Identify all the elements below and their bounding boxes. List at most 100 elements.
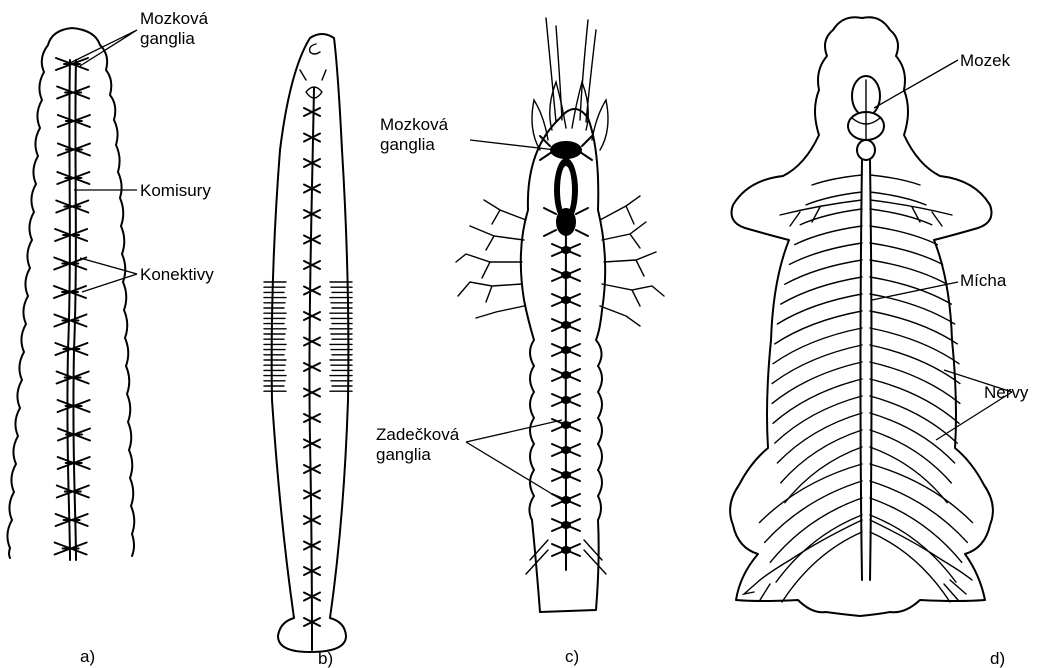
spinal-nerve-right bbox=[870, 481, 967, 542]
annelid-nerve-cord-right bbox=[73, 60, 76, 560]
annelid-ganglion bbox=[56, 201, 88, 213]
label-nerves: Nervy bbox=[984, 383, 1029, 402]
spinal-nerve-left bbox=[781, 430, 862, 483]
leech-ganglion bbox=[304, 287, 320, 295]
sciatic-nerve-right bbox=[870, 520, 972, 580]
spinal-nerve-left bbox=[785, 260, 862, 284]
annelid-ganglion bbox=[57, 486, 89, 498]
annelid-ganglion bbox=[57, 87, 89, 99]
spinal-nerve-left bbox=[765, 481, 862, 542]
brachial-nerve-right bbox=[870, 200, 952, 226]
spinal-nerve-right bbox=[870, 209, 932, 225]
caption-a: a) bbox=[80, 647, 95, 666]
spinal-nerve-left bbox=[812, 175, 862, 185]
panel-a-annelid bbox=[7, 28, 134, 560]
vertebrate-hind-feet bbox=[744, 580, 966, 600]
spinal-nerve-right bbox=[870, 413, 955, 463]
spinal-nerve-left bbox=[800, 209, 862, 225]
panel-b-leech bbox=[264, 34, 352, 652]
leader-brain bbox=[874, 60, 958, 108]
caption-c: c) bbox=[565, 647, 579, 666]
spinal-nerve-left bbox=[806, 192, 862, 205]
spinal-nerve-right bbox=[870, 379, 959, 423]
leech-ganglion bbox=[304, 389, 320, 397]
spinal-nerve-right bbox=[870, 498, 962, 562]
spinal-nerve-right bbox=[870, 226, 937, 245]
leader-abdominal-ganglia bbox=[466, 420, 562, 500]
leech-oral-sucker bbox=[310, 44, 320, 54]
vertebrate-spinal-cord-left bbox=[861, 160, 863, 580]
vertebrate-spinal-cord-right bbox=[870, 160, 872, 580]
leader-connectives bbox=[80, 258, 137, 292]
leader-spinal-cord bbox=[872, 282, 958, 300]
spinal-nerve-right bbox=[870, 175, 920, 185]
arthropod-legs-left bbox=[456, 200, 526, 318]
caption-b: b) bbox=[318, 649, 333, 668]
label-brain-ganglia-a-2: ganglia bbox=[140, 29, 195, 48]
label-connectives: Konektivy bbox=[140, 265, 214, 284]
label-brain-ganglia-c-1: Mozková bbox=[380, 115, 449, 134]
leech-ganglion bbox=[304, 261, 320, 269]
spinal-nerve-right bbox=[870, 396, 957, 443]
label-brain-ganglia-a-1: Mozková bbox=[140, 9, 209, 28]
spinal-nerve-right bbox=[870, 515, 956, 582]
leech-ganglion bbox=[304, 491, 320, 499]
annelid-ganglion bbox=[55, 343, 87, 355]
brachial-nerve-left bbox=[780, 200, 862, 226]
leech-ganglion bbox=[304, 108, 320, 116]
leader-brain-ganglia-c bbox=[470, 140, 556, 150]
spinal-nerve-left bbox=[776, 515, 862, 582]
leech-ganglion bbox=[304, 312, 320, 320]
leech-ganglion bbox=[304, 414, 320, 422]
annelid-ganglia bbox=[54, 58, 90, 555]
annelid-ganglion bbox=[56, 514, 88, 526]
leech-ganglion bbox=[304, 363, 320, 371]
leech-ganglion bbox=[304, 465, 320, 473]
label-brain-ganglia-c-2: ganglia bbox=[380, 135, 435, 154]
spinal-nerve-right bbox=[870, 447, 947, 503]
vertebrate-brain bbox=[848, 76, 884, 160]
leech-anterior-nerves bbox=[300, 70, 326, 80]
label-abdominal-ganglia-1: Zadečková bbox=[376, 425, 460, 444]
panel-c-arthropod bbox=[456, 18, 664, 612]
spinal-nerve-right bbox=[870, 532, 950, 602]
leech-ganglion bbox=[304, 338, 320, 346]
label-brain: Mozek bbox=[960, 51, 1011, 70]
arthropod-legs-right bbox=[600, 196, 664, 326]
spinal-nerve-right bbox=[870, 345, 960, 384]
annelid-ganglion bbox=[54, 315, 86, 327]
spinal-nerve-left bbox=[770, 498, 862, 562]
label-abdominal-ganglia-2: ganglia bbox=[376, 445, 431, 464]
spinal-nerve-left bbox=[777, 413, 862, 463]
annelid-ganglion bbox=[57, 172, 89, 184]
label-commissures: Komisury bbox=[140, 181, 211, 200]
sciatic-nerve-left bbox=[760, 520, 862, 580]
spinal-nerve-left bbox=[773, 379, 862, 423]
spinal-nerve-right bbox=[870, 464, 973, 523]
leech-ganglion bbox=[304, 440, 320, 448]
label-spinal-cord: Mícha bbox=[960, 271, 1007, 290]
spinal-nerve-right bbox=[870, 260, 947, 284]
annelid-ganglion bbox=[58, 115, 90, 127]
spinal-nerve-left bbox=[785, 447, 862, 503]
panel-d-vertebrate bbox=[730, 17, 993, 616]
spinal-nerve-left bbox=[775, 396, 862, 443]
annelid-ganglion bbox=[58, 144, 90, 156]
caption-d: d) bbox=[990, 649, 1005, 668]
spinal-nerve-left bbox=[772, 345, 862, 384]
arthropod-thoracic-ganglion bbox=[544, 208, 588, 236]
spinal-nerve-left bbox=[782, 532, 862, 602]
spinal-nerve-left bbox=[795, 226, 862, 245]
spinal-nerve-right bbox=[870, 311, 957, 344]
leader-nerves bbox=[936, 370, 1012, 440]
annelid-nerve-cord-left bbox=[67, 60, 70, 560]
spinal-nerve-right bbox=[870, 192, 926, 205]
spinal-nerve-left bbox=[781, 277, 862, 304]
spinal-nerve-left bbox=[759, 464, 862, 523]
leech-lateral-stripes-left bbox=[264, 282, 286, 391]
annelid-ganglion bbox=[55, 229, 87, 241]
spinal-nerve-right bbox=[870, 277, 951, 304]
spinal-nerve-left bbox=[775, 311, 862, 344]
